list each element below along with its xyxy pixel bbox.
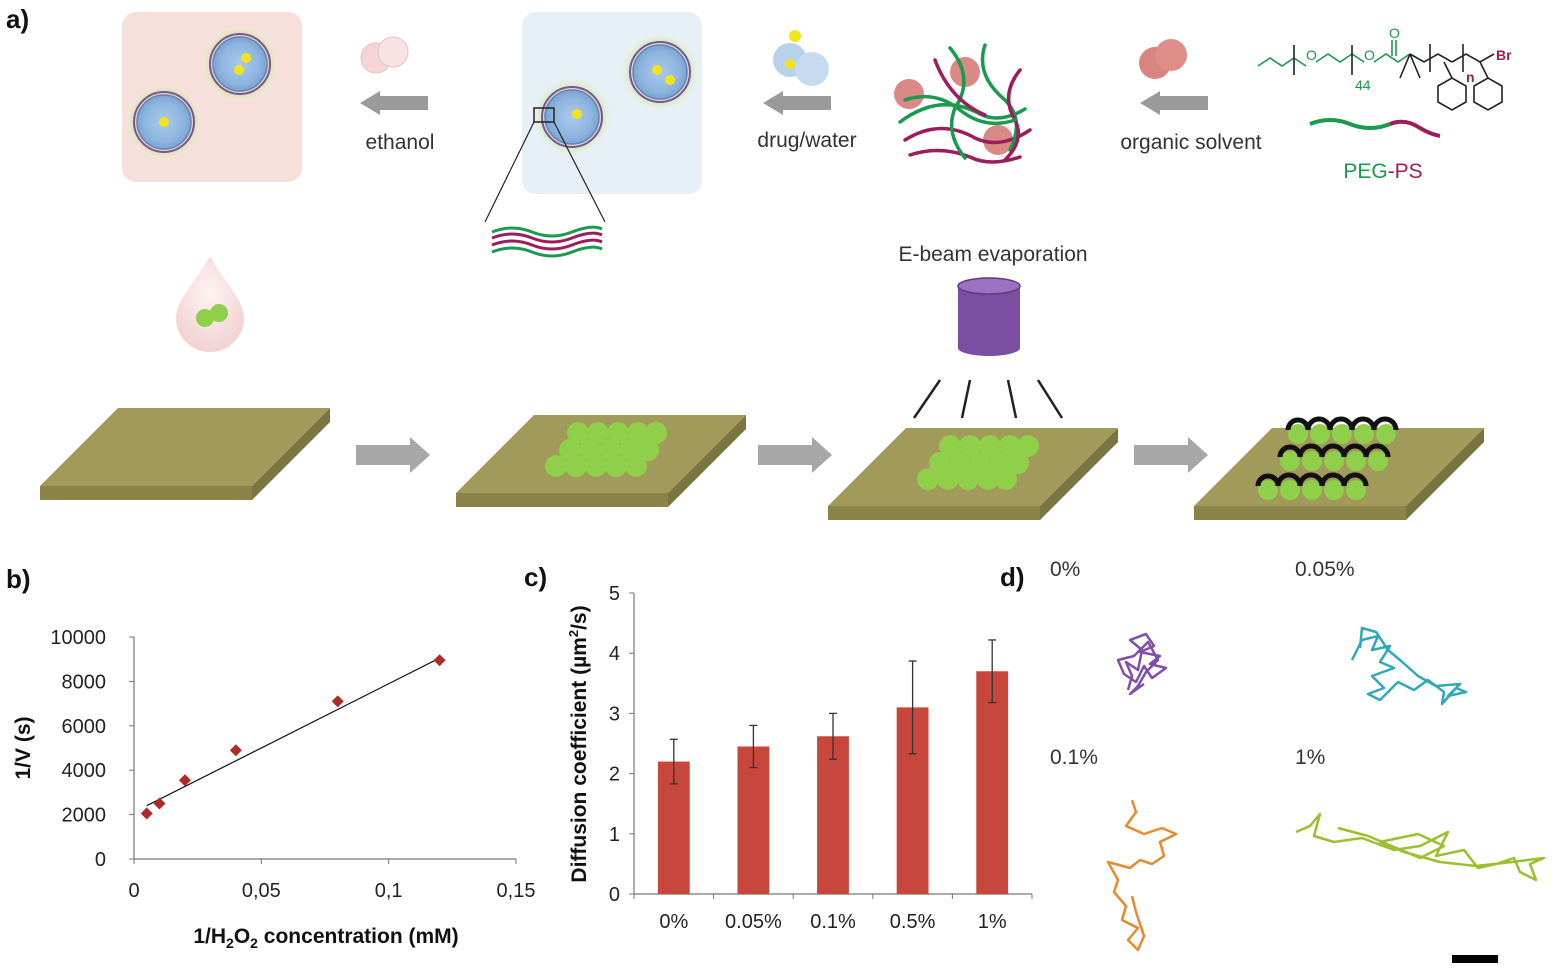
arrow-left-icon: [763, 91, 831, 115]
substrate-with-micelles: [456, 415, 746, 507]
arrow-left-icon: [1140, 91, 1208, 115]
trajectory-label-2: 0.1%: [1050, 746, 1098, 769]
bromine-label: Br: [1496, 47, 1512, 63]
chart-c-bar: [817, 736, 849, 894]
panel-d: d) 0% 0.05% 0.1% 1%: [1000, 558, 1546, 963]
polymer-name: PEG-PS: [1343, 160, 1422, 183]
structure-oxygen-label: O: [1389, 25, 1400, 41]
chart-b-x-tick-label: 0,15: [497, 880, 536, 902]
chart-b-y-tick-label: 2000: [62, 805, 107, 827]
trajectory-2: [1106, 799, 1178, 952]
panel-b: b) 0 2000 4000 6000 8000 10000 0 0,05 0,1 0,15 1/…: [6, 564, 535, 951]
chart-b-y-tick-label: 10000: [50, 627, 106, 649]
chart-c-bar: [976, 671, 1009, 894]
panel-a-letter: a): [6, 4, 29, 34]
panel-a: a) ethanol: [6, 4, 1512, 520]
substrate-evaporation: [828, 428, 1118, 520]
chart-c-category-label: 1%: [978, 911, 1007, 933]
chart-b-data-point: [433, 654, 446, 667]
drug-water-icon: [773, 30, 829, 86]
step-label-drug-water: drug/water: [757, 129, 856, 152]
panel-b-letter: b): [6, 564, 31, 594]
arrow-right-icon: [1134, 437, 1208, 473]
arrow-right-icon: [758, 437, 832, 473]
chart-c-y-tick-label: 5: [609, 583, 620, 605]
trajectory-0: [1116, 632, 1168, 696]
chart-c-category-label: 0%: [659, 911, 688, 933]
trajectory-label-3: 1%: [1295, 746, 1325, 769]
ps-repeat-count: n: [1466, 69, 1475, 85]
structure-oxygen-label: O: [1306, 47, 1317, 63]
organic-solvent-icon: [1139, 39, 1187, 79]
chart-b-y-tick-label: 6000: [62, 716, 107, 738]
panel-d-letter: d): [1000, 562, 1025, 592]
droplet-icon: [176, 256, 244, 352]
peg-repeat-count: 44: [1355, 77, 1371, 93]
micelle-icon: [533, 78, 611, 156]
trajectory-label-1: 0.05%: [1295, 558, 1355, 581]
chart-c-y-tick-label: 1: [609, 824, 620, 846]
chart-c-category-label: 0.05%: [725, 911, 782, 933]
bar-chart: 0 1 2 3 4 5 0% 0.05% 0.1% 0.5% 1%: [609, 583, 1033, 933]
scale-bar: [1452, 955, 1498, 963]
step-label-ethanol: ethanol: [366, 131, 435, 154]
substrate-bare: [40, 408, 330, 500]
chart-b-data-point: [140, 807, 153, 820]
chart-b-trendline: [146, 657, 440, 807]
chart-b-x-axis-title: 1/H2O2 concentration (mM): [193, 925, 458, 951]
ethanol-molecule-icon: [360, 36, 409, 74]
structure-oxygen-label: O: [1364, 47, 1375, 63]
trajectory-3: [1295, 812, 1546, 882]
chart-b-y-axis-title: 1/V (s): [12, 716, 35, 779]
chart-c-bar: [737, 746, 770, 894]
panel-c: c) 0 1 2 3 4 5 0% 0.05% 0.1% 0.5% 1% Diffusion coe…: [524, 562, 1033, 933]
chart-c-y-tick-label: 3: [609, 703, 620, 725]
micelle-icon: [125, 83, 203, 161]
evaporation-label: E-beam evaporation: [898, 243, 1087, 266]
step-label-organic-solvent: organic solvent: [1120, 131, 1261, 154]
chart-b-data-point: [229, 744, 242, 757]
chart-c-category-label: 0.1%: [810, 911, 856, 933]
peg-ps-structure: [1257, 40, 1503, 138]
chart-b-data-point: [178, 774, 191, 787]
chart-b-data-point: [331, 695, 344, 708]
zoom-box: [533, 107, 555, 123]
arrow-right-icon: [356, 437, 430, 473]
chart-b-data-point: [153, 797, 166, 810]
trajectory-1: [1350, 626, 1468, 706]
chart-b-y-tick-label: 0: [95, 849, 106, 871]
panel-c-letter: c): [524, 562, 547, 592]
evaporation-source-icon: [912, 277, 1064, 419]
micelle-icon: [621, 33, 699, 111]
scatter-chart: 0 2000 4000 6000 8000 10000 0 0,05 0,1 0,15: [50, 627, 535, 902]
chart-b-x-tick-label: 0: [128, 880, 139, 902]
chart-b-y-tick-label: 4000: [62, 760, 107, 782]
chart-b-y-tick-label: 8000: [62, 671, 107, 693]
chart-b-x-tick-label: 0,05: [242, 880, 281, 902]
chart-c-y-tick-label: 2: [609, 764, 620, 786]
arrow-left-icon: [360, 91, 428, 115]
chart-b-x-tick-label: 0,1: [375, 880, 403, 902]
bilayer-zoom: [491, 225, 603, 258]
micelle-icon: [201, 25, 279, 103]
substrate-capped: [1194, 416, 1484, 520]
chart-c-y-tick-label: 0: [609, 884, 620, 906]
chart-c-category-label: 0.5%: [890, 911, 936, 933]
chart-c-y-tick-label: 4: [609, 643, 620, 665]
polymer-chains-icon: [894, 43, 1032, 164]
trajectory-label-0: 0%: [1050, 558, 1080, 581]
chart-c-y-axis-title: Diffusion coefficient (µm2/s): [566, 605, 591, 882]
